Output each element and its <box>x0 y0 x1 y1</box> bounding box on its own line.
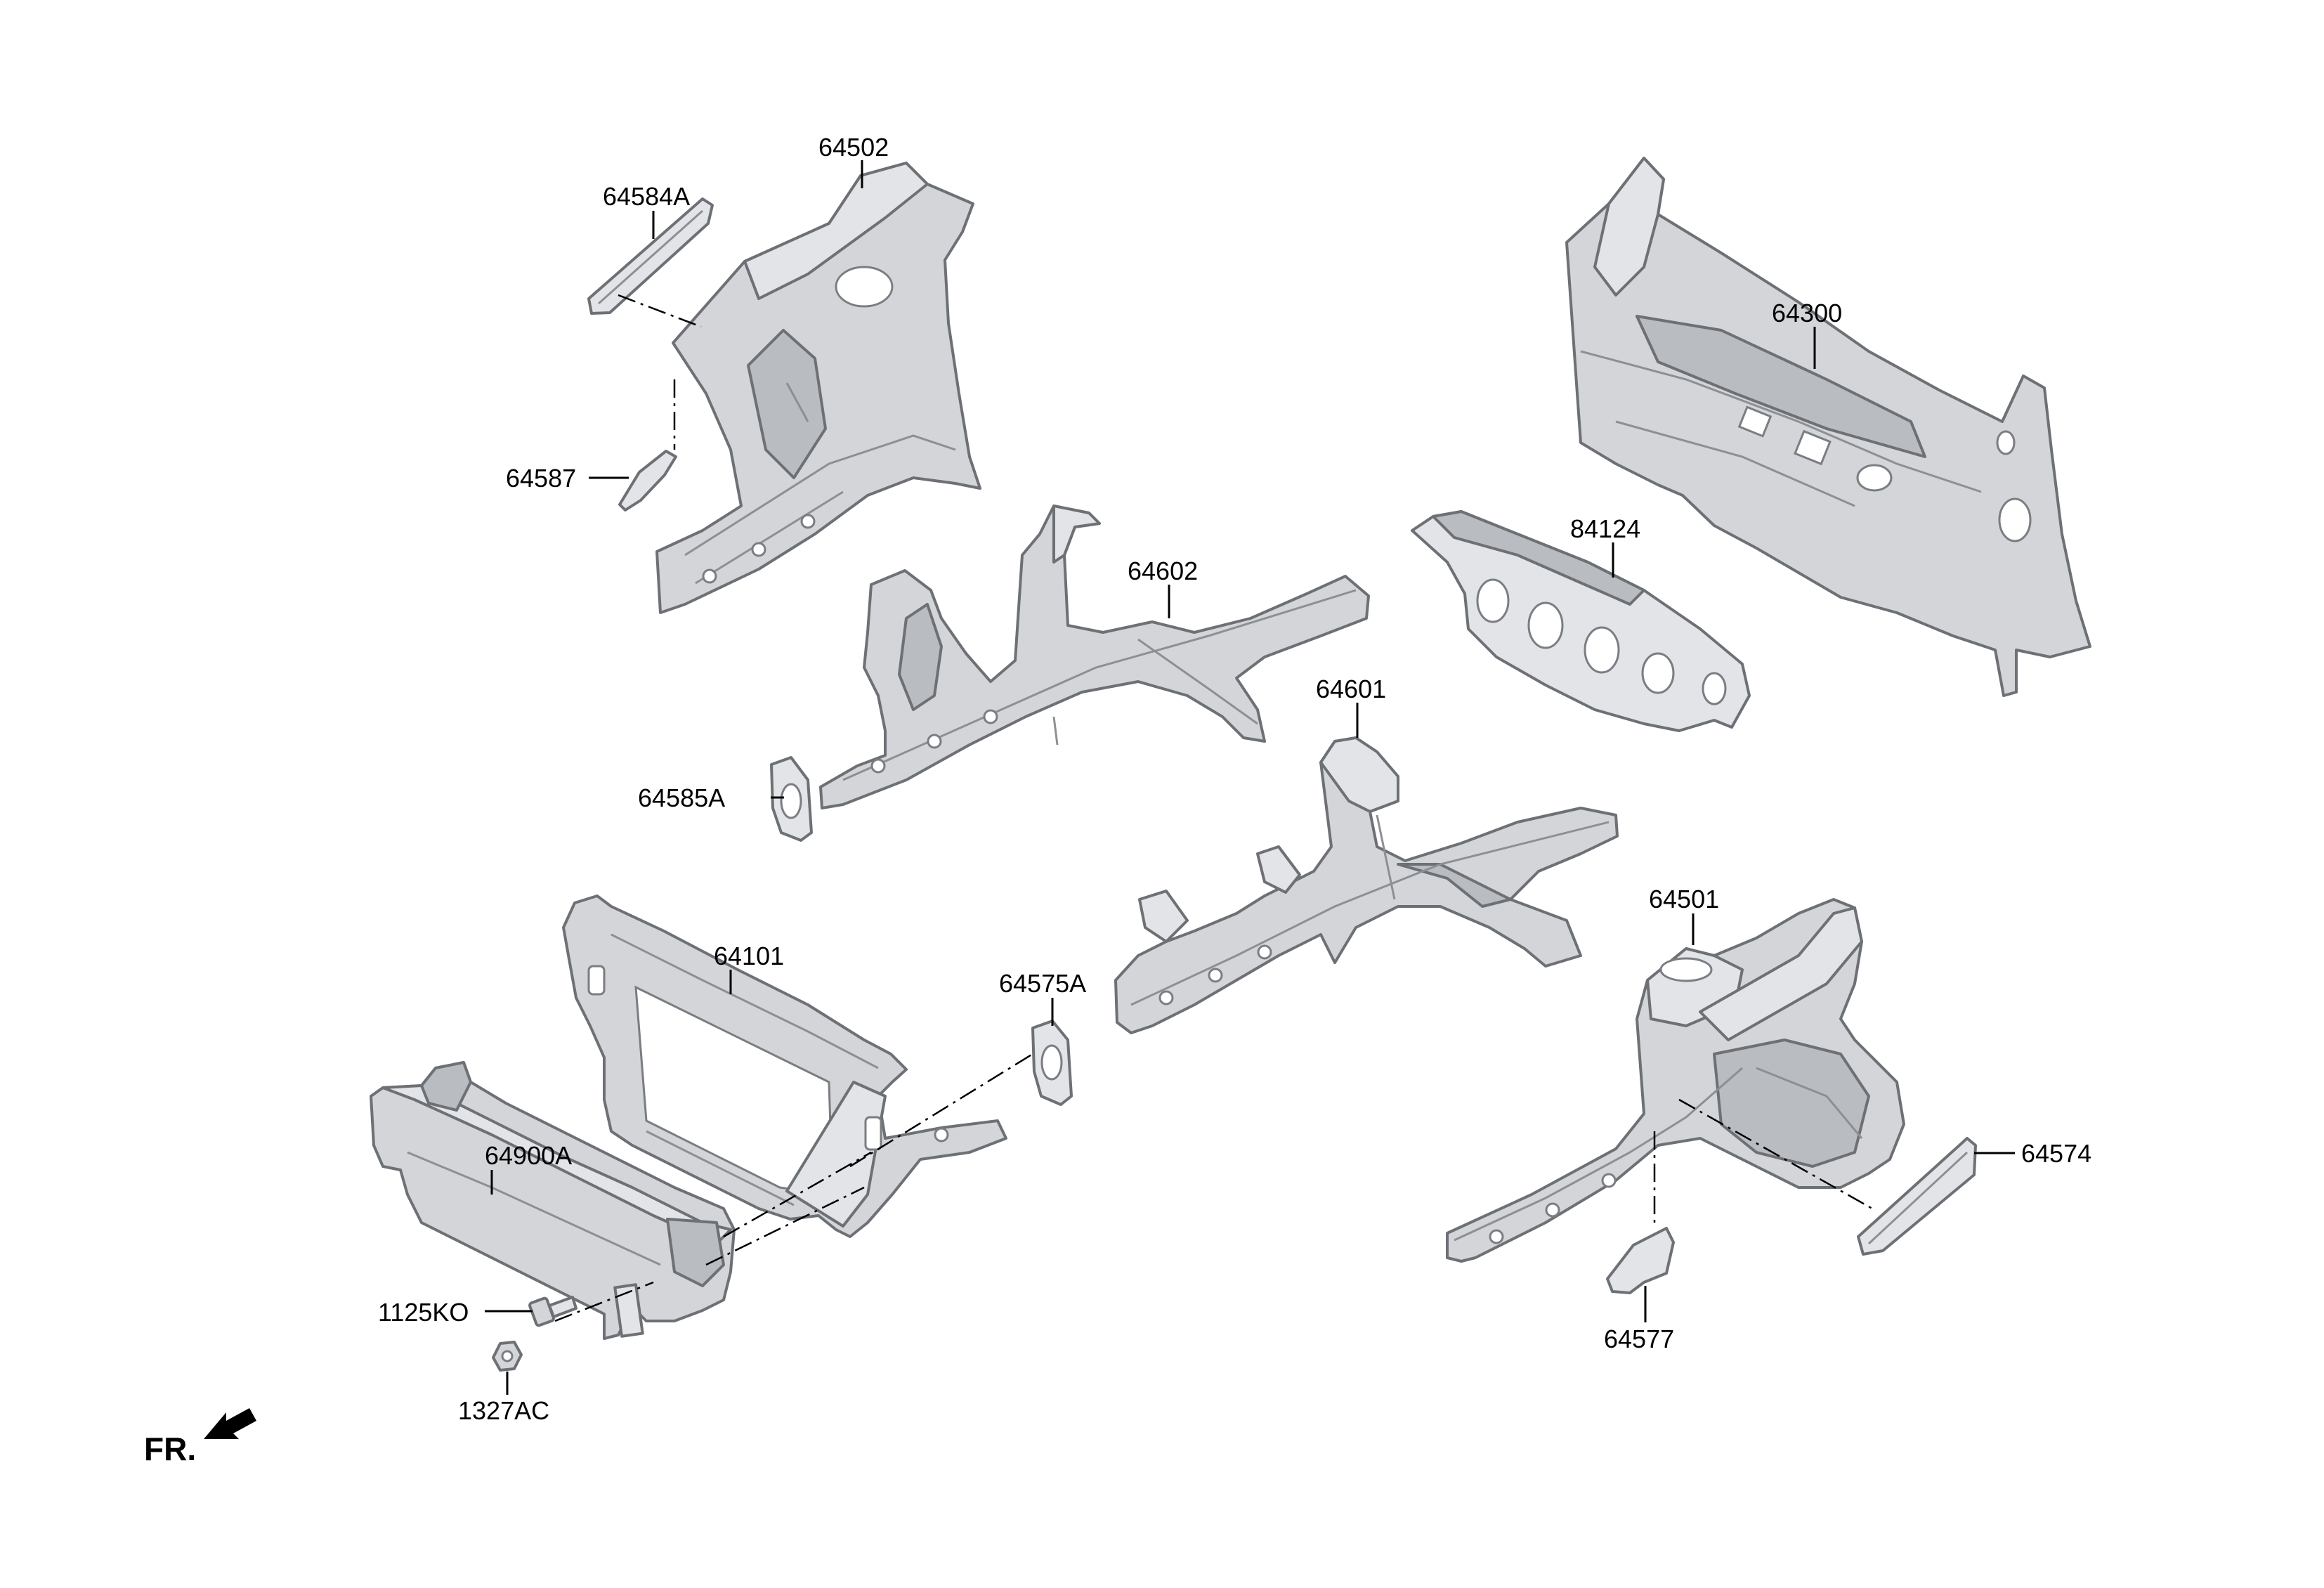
callout-64601: 64601 <box>1316 675 1386 703</box>
callout-labels: 64584A 64502 64587 64300 84124 64602 645… <box>378 133 2091 1425</box>
callout-64900A: 64900A <box>485 1141 572 1170</box>
part-64501-fender-apron[interactable] <box>1446 898 1905 1263</box>
callout-64575A: 64575A <box>999 969 1086 998</box>
front-label: FR. <box>144 1431 196 1467</box>
assembly-lines <box>554 294 1873 1322</box>
part-64575A-plate[interactable] <box>1031 1020 1073 1106</box>
callout-64501: 64501 <box>1649 885 1719 913</box>
part-64300-dash-panel[interactable] <box>1565 157 2091 697</box>
part-64587-bracket[interactable] <box>618 450 677 512</box>
callout-64300: 64300 <box>1772 299 1842 327</box>
part-64577-bracket[interactable] <box>1606 1227 1675 1294</box>
part-1125KO-bolt[interactable] <box>528 1296 577 1327</box>
orientation-marker: FR. <box>144 1408 256 1467</box>
leader-lines <box>485 160 2015 1395</box>
callout-64574: 64574 <box>2021 1139 2091 1168</box>
callout-64577: 64577 <box>1604 1325 1674 1353</box>
callout-64101: 64101 <box>714 942 784 970</box>
part-64502-fender-apron[interactable] <box>655 162 981 614</box>
part-1327AC-nut[interactable] <box>492 1341 523 1372</box>
part-64900A-bumper-beam[interactable] <box>370 1061 736 1340</box>
front-arrow-icon <box>204 1408 256 1439</box>
callout-64585A: 64585A <box>638 783 725 812</box>
callout-84124: 84124 <box>1570 514 1640 543</box>
part-64584A-bracket[interactable] <box>587 197 714 315</box>
callout-1327AC: 1327AC <box>458 1396 549 1425</box>
callout-1125KO: 1125KO <box>378 1298 469 1327</box>
callout-64587: 64587 <box>506 464 576 493</box>
part-64601-side-member[interactable] <box>1114 736 1619 1034</box>
part-64602-side-member[interactable] <box>819 505 1370 809</box>
part-64574-bracket[interactable] <box>1857 1137 1977 1256</box>
part-84124-insulator[interactable] <box>1411 510 1751 732</box>
callout-64584A: 64584A <box>603 182 690 211</box>
part-64585A-plate[interactable] <box>770 756 813 842</box>
callout-64602: 64602 <box>1128 557 1198 585</box>
callout-64502: 64502 <box>818 133 889 162</box>
